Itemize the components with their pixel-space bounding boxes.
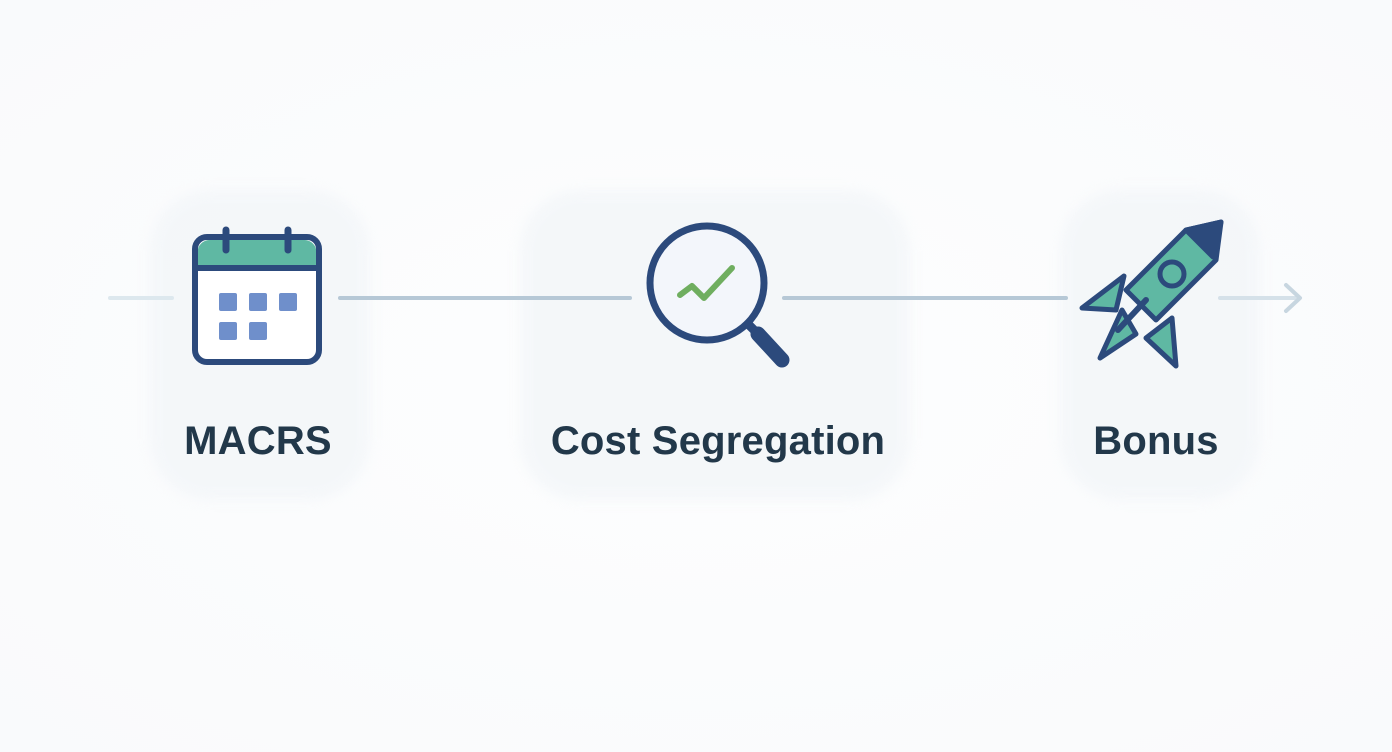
end-arrow bbox=[1218, 283, 1302, 313]
connector-line-2 bbox=[782, 296, 1068, 300]
step-label-cost-segregation: Cost Segregation bbox=[550, 419, 886, 463]
step-label-bonus: Bonus bbox=[1093, 419, 1219, 463]
rocket-icon bbox=[1079, 219, 1224, 369]
connector-line-1 bbox=[338, 296, 632, 300]
step-label-macrs: MACRS bbox=[184, 419, 332, 463]
lead-in-line bbox=[108, 296, 174, 300]
magnifier-check-icon bbox=[646, 222, 790, 368]
calendar-icon bbox=[192, 226, 322, 365]
